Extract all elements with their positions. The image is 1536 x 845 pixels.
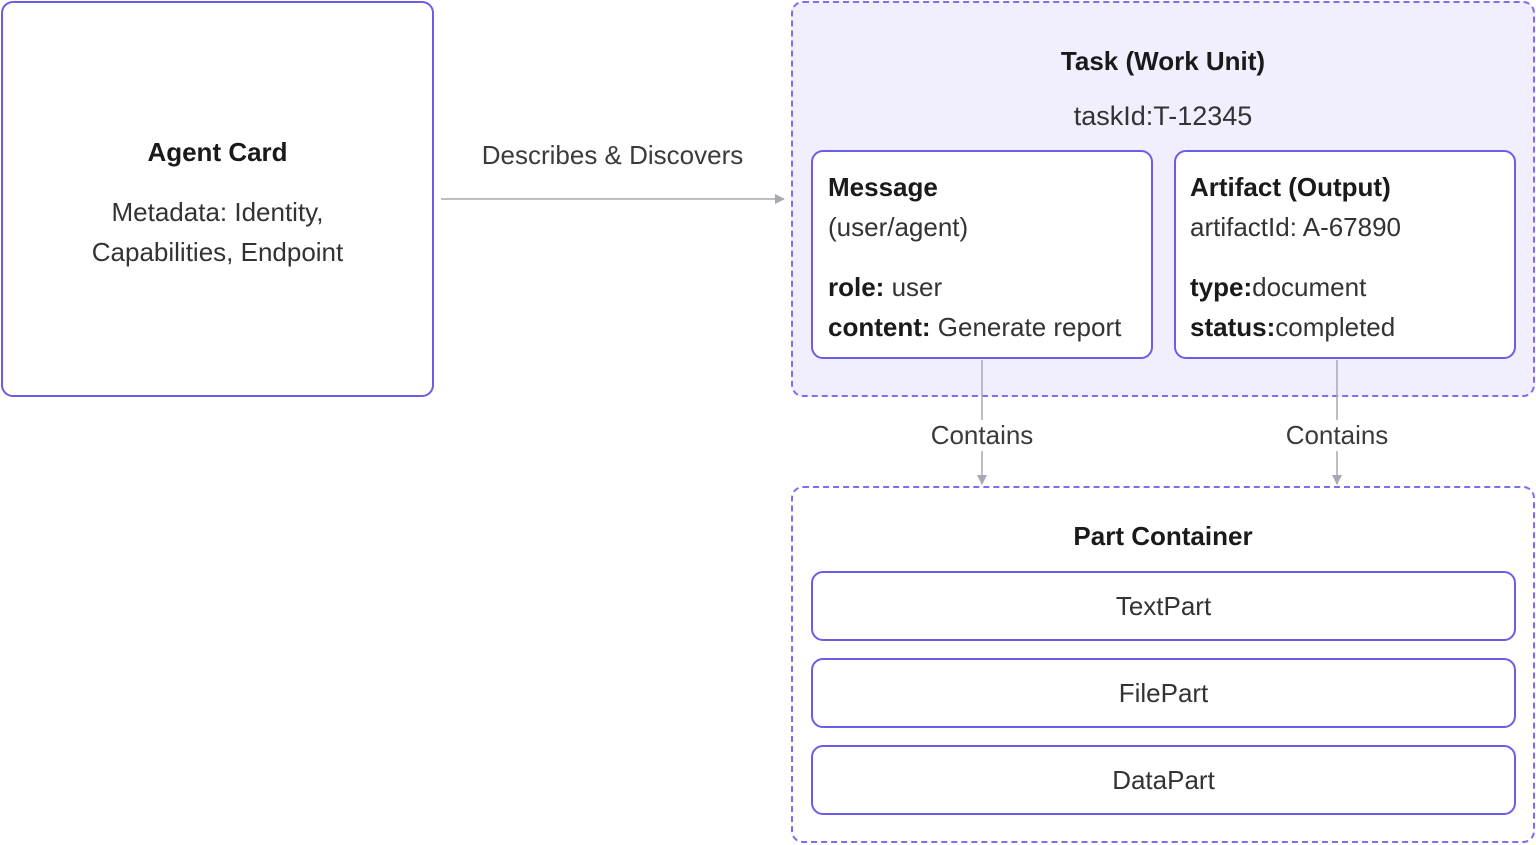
textpart-label: TextPart bbox=[1115, 591, 1212, 621]
task-id: taskId:T-12345 bbox=[1073, 101, 1253, 131]
message-subtitle: (user/agent) bbox=[828, 212, 969, 242]
artifact-subtitle: artifactId: A-67890 bbox=[1190, 212, 1402, 242]
message-role-key: role: bbox=[828, 272, 885, 302]
message-title: Message bbox=[828, 172, 938, 202]
task-title: Task (Work Unit) bbox=[1060, 46, 1266, 76]
agent-card-line2: Capabilities, Endpoint bbox=[91, 237, 344, 267]
part-container-title: Part Container bbox=[1073, 521, 1253, 551]
artifact-type-value: document bbox=[1252, 272, 1367, 302]
message-role: role: user bbox=[828, 267, 942, 307]
artifact-node: Artifact (Output) artifactId: A-67890 ty… bbox=[1174, 150, 1516, 359]
datapart-label: DataPart bbox=[1112, 765, 1215, 795]
artifact-type: type:document bbox=[1190, 267, 1366, 307]
message-content-key: content: bbox=[828, 312, 931, 342]
message-contains-label: Contains bbox=[902, 420, 1062, 451]
agent-card-line1: Metadata: Identity, bbox=[111, 197, 324, 227]
message-node: Message (user/agent) role: user content:… bbox=[811, 150, 1153, 359]
artifact-status: status:completed bbox=[1190, 307, 1395, 347]
message-role-value: user bbox=[884, 272, 943, 302]
agent-card-title: Agent Card bbox=[147, 137, 288, 167]
artifact-status-value: completed bbox=[1275, 312, 1396, 342]
filepart-node: FilePart bbox=[811, 658, 1516, 728]
message-content-value: Generate report bbox=[930, 312, 1122, 342]
filepart-label: FilePart bbox=[1118, 678, 1209, 708]
describes-edge-label: Describes & Discovers bbox=[481, 140, 744, 170]
artifact-status-key: status: bbox=[1190, 312, 1276, 342]
datapart-node: DataPart bbox=[811, 745, 1516, 815]
artifact-contains-label: Contains bbox=[1257, 420, 1417, 451]
artifact-title: Artifact (Output) bbox=[1190, 172, 1391, 202]
agent-card-node: Agent Card Metadata: Identity, Capabilit… bbox=[1, 1, 434, 397]
textpart-node: TextPart bbox=[811, 571, 1516, 641]
artifact-type-key: type: bbox=[1190, 272, 1253, 302]
message-content: content: Generate report bbox=[828, 307, 1121, 347]
